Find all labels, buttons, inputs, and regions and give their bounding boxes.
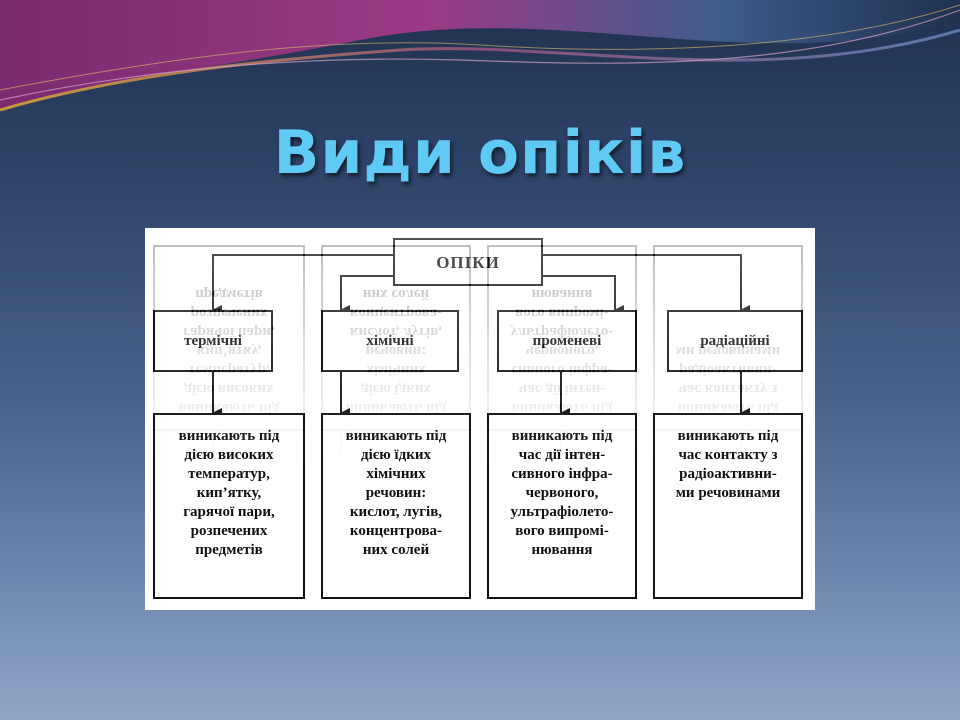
root-node-burns: ОПІКИ [393, 238, 543, 286]
root-node-burns: ОПІКИ [393, 558, 543, 606]
category-label: променеві [532, 495, 602, 512]
category-thermal: термічні [153, 472, 273, 534]
category-thermal: термічні [153, 310, 273, 372]
description-text: виникають під дією високих температур, к… [178, 286, 280, 416]
category-label: радіаційні [700, 332, 769, 351]
category-label: термічні [184, 495, 242, 512]
description-text: виникають під дією їдких хімічних речови… [346, 427, 447, 560]
description-radiant: виникають під час дії інтен- сивного інф… [487, 245, 637, 431]
description-chemical: виникають під дією їдких хімічних речови… [321, 413, 471, 599]
burn-types-diagram: ОПІКИ термічні хімічні променеві радіаці… [145, 228, 815, 610]
category-label: променеві [533, 332, 602, 351]
category-radiation: радіаційні [667, 472, 803, 534]
description-thermal: виникають під дією високих температур, к… [153, 245, 305, 431]
description-text: виникають під дією високих температур, к… [179, 427, 280, 560]
diagram-connectors [212, 426, 750, 590]
category-label: хімічні [366, 495, 414, 512]
description-radiant: виникають під час дії інтен- сивного інф… [487, 413, 637, 599]
root-node-label: ОПІКИ [436, 253, 500, 272]
description-radiation: виникають під час контакту з радіоактивн… [653, 413, 803, 599]
description-text: виникають під дією їдких хімічних речови… [345, 286, 447, 416]
slide-title: Види опіків [273, 118, 687, 188]
description-text: виникають під час дії інтен- сивного інф… [510, 286, 614, 416]
description-text: виникають під час контакту з радіоактивн… [676, 427, 781, 503]
diagram-reflection-copy: ОПІКИ термічні хімічні променеві радіаці… [145, 234, 815, 616]
category-radiant: променеві [497, 472, 637, 534]
diagram-connectors [212, 254, 750, 418]
category-label: радіаційні [700, 495, 770, 512]
category-radiant: променеві [497, 310, 637, 372]
category-label: хімічні [366, 332, 413, 351]
description-chemical: виникають під дією їдких хімічних речови… [321, 245, 471, 431]
decorative-wave-banner [0, 0, 960, 112]
category-label: термічні [184, 332, 242, 351]
description-thermal: виникають під дією високих температур, к… [153, 413, 305, 599]
description-text: виникають під час контакту з радіоактивн… [675, 343, 781, 416]
category-chemical: хімічні [321, 472, 459, 534]
description-radiation: виникають під час контакту з радіоактивн… [653, 245, 803, 431]
category-radiation: радіаційні [667, 310, 803, 372]
diagram-reflection: ОПІКИ термічні хімічні променеві радіаці… [145, 234, 815, 616]
category-chemical: хімічні [321, 310, 459, 372]
root-node-label: ОПІКИ [436, 572, 500, 592]
